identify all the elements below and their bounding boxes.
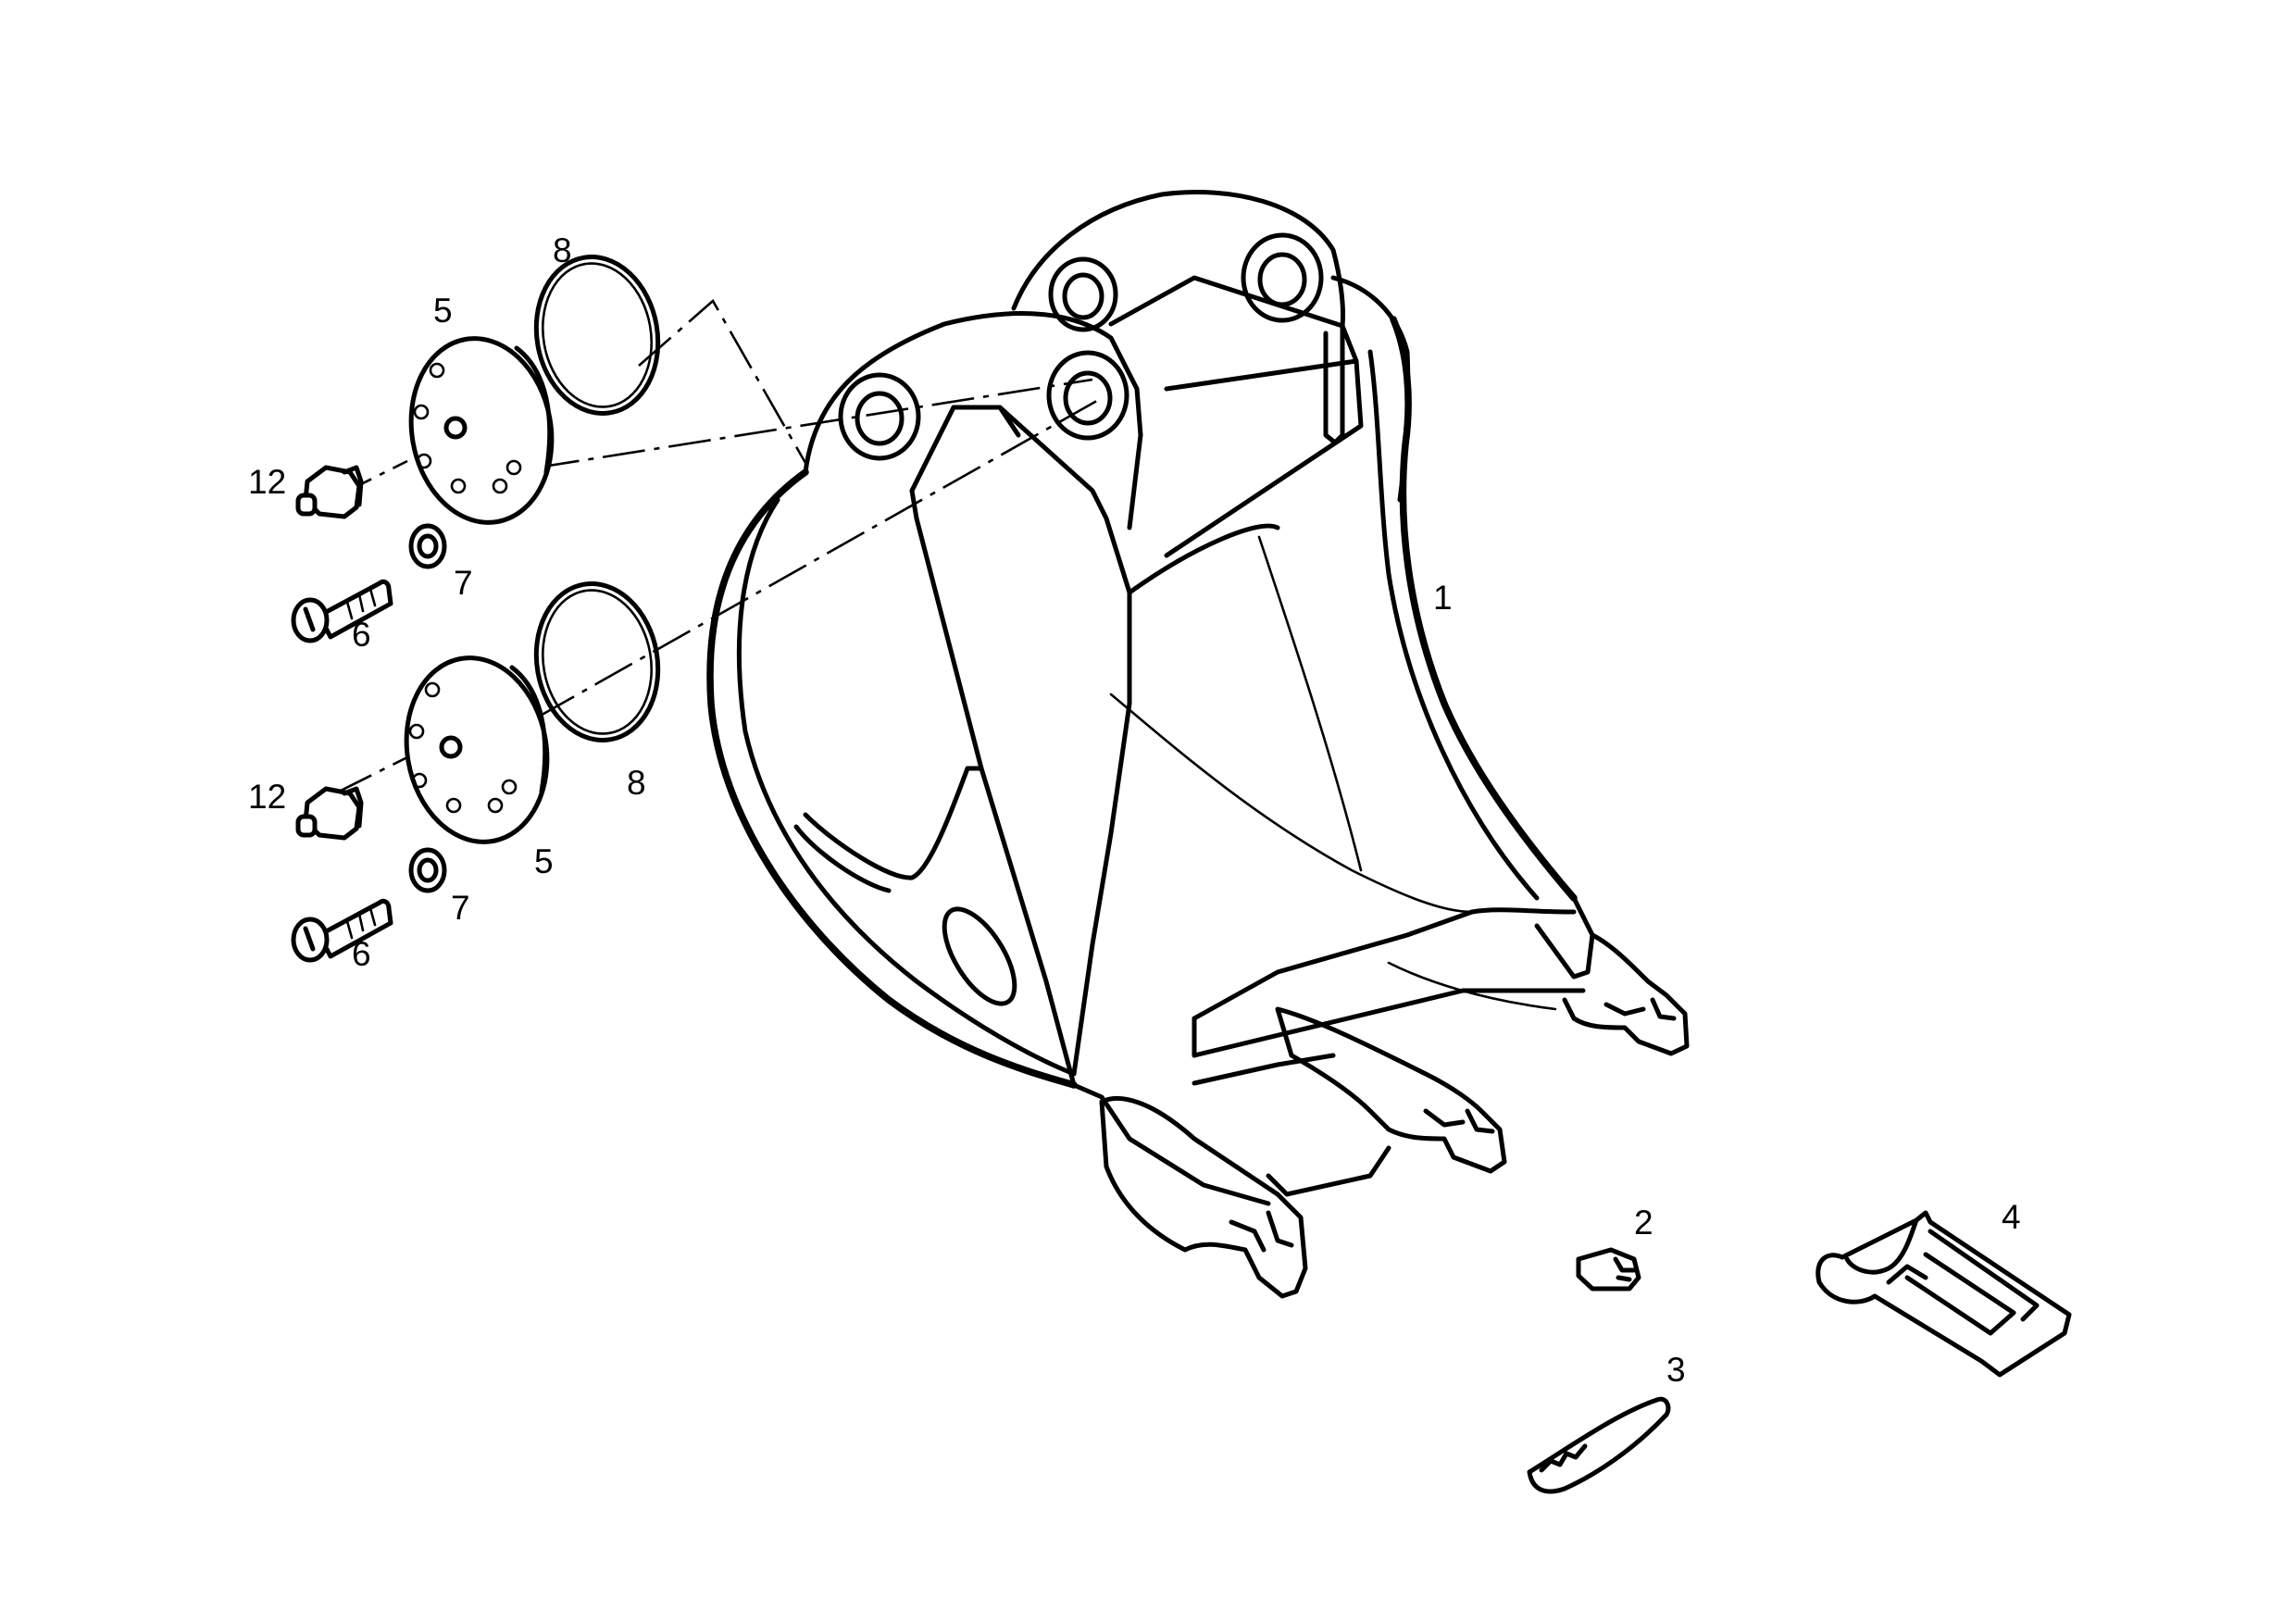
o-ring-top xyxy=(533,255,661,416)
callout-cover-top: 5 xyxy=(433,292,453,330)
assembly-axis-lines xyxy=(332,298,1103,796)
callout-screw-bottom: 6 xyxy=(352,935,371,973)
callout-screw-top: 6 xyxy=(352,616,371,654)
grease-nipple-bottom xyxy=(295,786,364,841)
bucket-tooth xyxy=(1816,1210,2072,1378)
callout-nipple-bottom: 12 xyxy=(248,778,286,816)
callout-oring-bottom: 8 xyxy=(627,764,646,802)
bucket-body xyxy=(706,190,1690,1299)
callout-pin: 2 xyxy=(1634,1204,1653,1241)
washer-bottom xyxy=(408,847,447,893)
callout-tooth: 4 xyxy=(2002,1198,2021,1236)
screw-bottom xyxy=(291,898,393,963)
callout-oring-top: 8 xyxy=(553,231,572,269)
callout-nipple-top: 12 xyxy=(248,463,286,501)
cover-plate-bottom xyxy=(404,655,550,844)
callout-washer-top: 7 xyxy=(454,564,473,602)
grease-nipple-top xyxy=(295,465,364,519)
callout-cover-bottom: 5 xyxy=(534,842,554,880)
tooth-lock xyxy=(1527,1396,1671,1494)
callout-washer-bottom: 7 xyxy=(451,889,470,927)
callout-bucket: 1 xyxy=(1433,579,1453,617)
o-ring-bottom xyxy=(533,581,661,742)
washer-top xyxy=(408,523,447,569)
callout-lock: 3 xyxy=(1666,1351,1686,1389)
cover-plate-top xyxy=(408,336,555,525)
screw-top xyxy=(291,579,393,643)
tooth-pin xyxy=(1576,1247,1641,1291)
